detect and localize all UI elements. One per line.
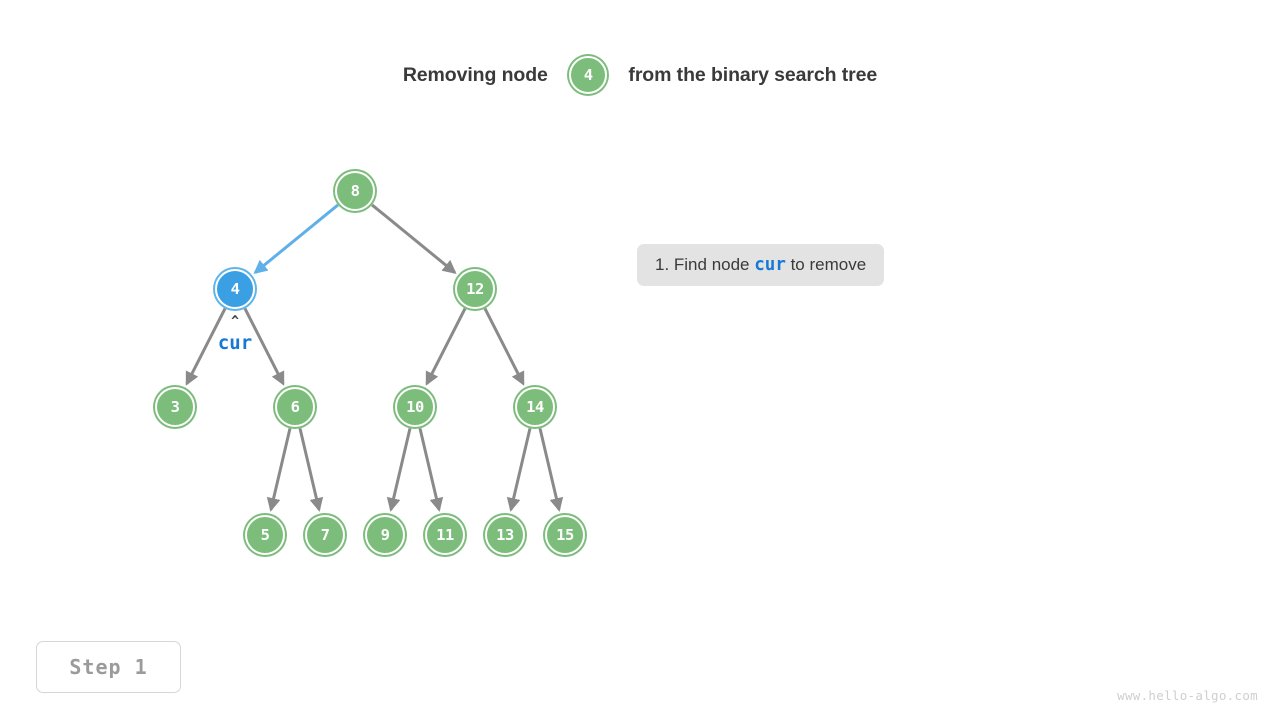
instruction-highlight: cur — [754, 255, 786, 275]
tree-node-3[interactable]: 3 — [155, 387, 195, 427]
tree-edge — [371, 203, 457, 274]
title-node-badge: 4 — [569, 56, 608, 94]
tree-edge — [506, 428, 532, 512]
cur-pointer-label: cur — [217, 332, 253, 354]
tree-node-6[interactable]: 6 — [275, 387, 315, 427]
tree-edge — [425, 307, 467, 386]
watermark: www.hello-algo.com — [1117, 688, 1258, 703]
tree-node-10[interactable]: 10 — [395, 387, 435, 427]
tree-node-5[interactable]: 5 — [245, 515, 285, 555]
page-title: Removing node 4 from the binary search t… — [0, 56, 1280, 94]
tree-node-12[interactable]: 12 — [455, 269, 495, 309]
instruction-suffix: to remove — [785, 255, 867, 274]
tree-node-9[interactable]: 9 — [365, 515, 405, 555]
instruction-box: 1. Find node cur to remove — [637, 244, 885, 286]
caret-icon: ^ — [231, 314, 239, 329]
tree-node-15[interactable]: 15 — [545, 515, 585, 555]
tree-edge — [538, 428, 564, 512]
tree-edge — [418, 428, 444, 512]
tree-edge — [483, 307, 525, 386]
instruction-prefix: 1. Find node — [655, 255, 755, 274]
tree-edge — [386, 428, 412, 512]
tree-edge — [253, 203, 339, 274]
title-prefix: Removing node — [402, 63, 554, 86]
tree-node-8[interactable]: 8 — [335, 171, 375, 211]
title-suffix: from the binary search tree — [623, 63, 878, 86]
tree-edge — [298, 428, 324, 512]
tree-edge — [266, 428, 292, 512]
tree-node-7[interactable]: 7 — [305, 515, 345, 555]
cur-pointer: ^ cur — [203, 314, 267, 354]
tree-node-4[interactable]: 4 — [215, 269, 255, 309]
tree-node-14[interactable]: 14 — [515, 387, 555, 427]
step-badge: Step 1 — [36, 641, 181, 693]
tree-node-11[interactable]: 11 — [425, 515, 465, 555]
tree-node-13[interactable]: 13 — [485, 515, 525, 555]
